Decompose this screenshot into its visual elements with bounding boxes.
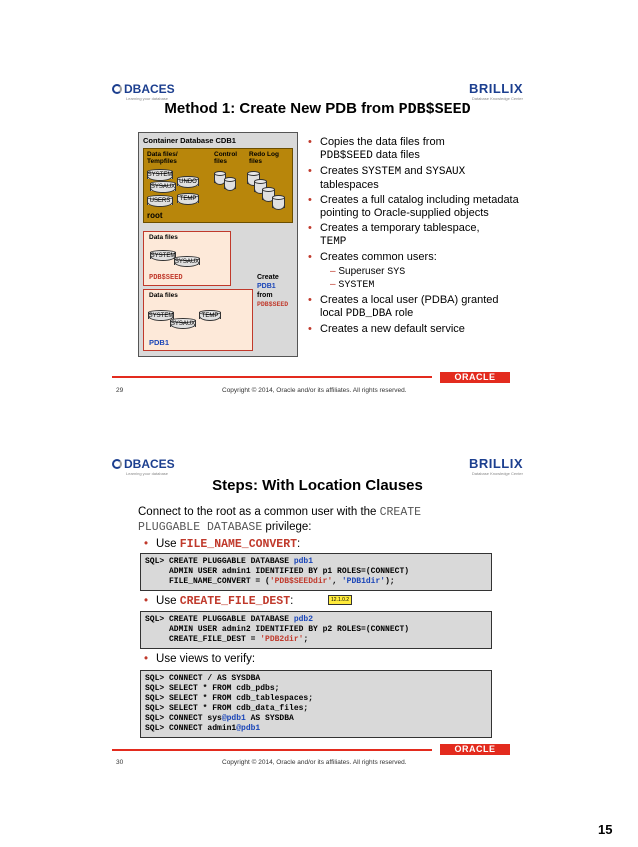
page-number: 15: [598, 822, 613, 837]
bullet-file-name-convert: •Use FILE_NAME_CONVERT:: [144, 538, 301, 551]
col-control-label: Control files: [214, 151, 238, 165]
pdb1-label: PDB1: [149, 338, 170, 347]
seed-label: PDB$SEED: [149, 274, 183, 282]
code-block-1: SQL> CREATE PLUGGABLE DATABASE pdb1 ADMI…: [140, 553, 492, 591]
footer-rule: [112, 376, 432, 378]
control-file-cylinder: [224, 177, 236, 191]
root-system-cylinder: SYSTEM: [147, 169, 173, 181]
slide-1-page-number: 29: [116, 387, 124, 394]
sub-bullet-sys: – Superuser SYS: [330, 266, 406, 278]
version-badge: 12.1.0.2: [328, 595, 353, 605]
pdb1-system-cylinder: SYSTEM: [148, 310, 174, 321]
pdb1-container: Data files SYSTEM SYSAUX TEMP PDB1: [143, 289, 253, 351]
cdb-title: Container Database CDB1: [143, 136, 236, 145]
code-block-3: SQL> CONNECT / AS SYSDBA SQL> SELECT * F…: [140, 670, 492, 738]
create-note: Create PDB1 from PDB$SEED: [257, 274, 289, 308]
bullet-temp: Creates a temporary tablespace,TEMP: [306, 222, 521, 249]
dbaces-logo-icon: [112, 83, 122, 94]
oracle-logo: ORACLE: [440, 744, 510, 755]
brillix-logo: BRILLIX Database Knowledge Center: [468, 81, 523, 101]
root-container: Data files/ Tempfiles Control files Redo…: [143, 148, 293, 223]
bullet-catalog: Creates a full catalog including metadat…: [306, 194, 521, 220]
slide-1-copyright: Copyright © 2014, Oracle and/or its affi…: [222, 387, 407, 394]
root-label: root: [147, 211, 163, 220]
sub-bullet-system: – SYSTEM: [330, 279, 375, 291]
root-sysaux-cylinder: SYSAUX: [150, 181, 176, 193]
dbaces-logo: DBACES Learning your database: [112, 455, 175, 476]
bullet-local-user: Creates a local user (PDBA) granted loca…: [306, 294, 521, 321]
seed-datafiles-label: Data files: [149, 234, 178, 241]
bullet-use-views: •Use views to verify:: [144, 653, 256, 665]
pdb1-datafiles-label: Data files: [149, 292, 178, 299]
slide-1-title: Method 1: Create New PDB from PDB$SEED: [164, 100, 471, 118]
root-undo-cylinder: UNDO: [177, 176, 199, 188]
pdb1-temp-cylinder: TEMP: [199, 310, 221, 321]
seed-container: Data files SYSTEM SYSAUX PDB$SEED: [143, 231, 231, 286]
oracle-logo: ORACLE: [440, 372, 510, 383]
redo-log-cylinder: [272, 195, 285, 210]
seed-system-cylinder: SYSTEM: [150, 250, 176, 261]
bullet-service: Creates a new default service: [306, 323, 521, 336]
slide-2-page-number: 30: [116, 759, 124, 766]
seed-sysaux-cylinder: SYSAUX: [174, 256, 200, 267]
dbaces-logo: DBACES Learning your database: [112, 80, 175, 101]
root-temp-cylinder: TEMP: [177, 193, 199, 205]
intro-text: Connect to the root as a common user wit…: [138, 506, 422, 534]
cdb-diagram: Container Database CDB1 Data files/ Temp…: [138, 132, 298, 357]
bullet-common-users: Creates common users:: [306, 251, 521, 264]
slide-2: DBACES Learning your database BRILLIX Da…: [110, 445, 525, 775]
brillix-logo: BRILLIX Database Knowledge Center: [468, 456, 523, 476]
slide-1: DBACES Learning your database BRILLIX Da…: [110, 70, 525, 400]
root-users-cylinder: USERS: [147, 195, 173, 207]
pdb1-sysaux-cylinder: SYSAUX: [170, 318, 196, 329]
bullet-create-file-dest: •Use CREATE_FILE_DEST:: [144, 595, 294, 608]
dbaces-logo-icon: [112, 458, 122, 469]
slide-2-title: Steps: With Location Clauses: [212, 477, 423, 494]
footer-rule: [112, 749, 432, 751]
col-datafiles-label: Data files/ Tempfiles: [147, 151, 178, 165]
slide-2-copyright: Copyright © 2014, Oracle and/or its affi…: [222, 759, 407, 766]
code-block-2: SQL> CREATE PLUGGABLE DATABASE pdb2 ADMI…: [140, 611, 492, 649]
col-redo-label: Redo Log files: [249, 151, 279, 165]
